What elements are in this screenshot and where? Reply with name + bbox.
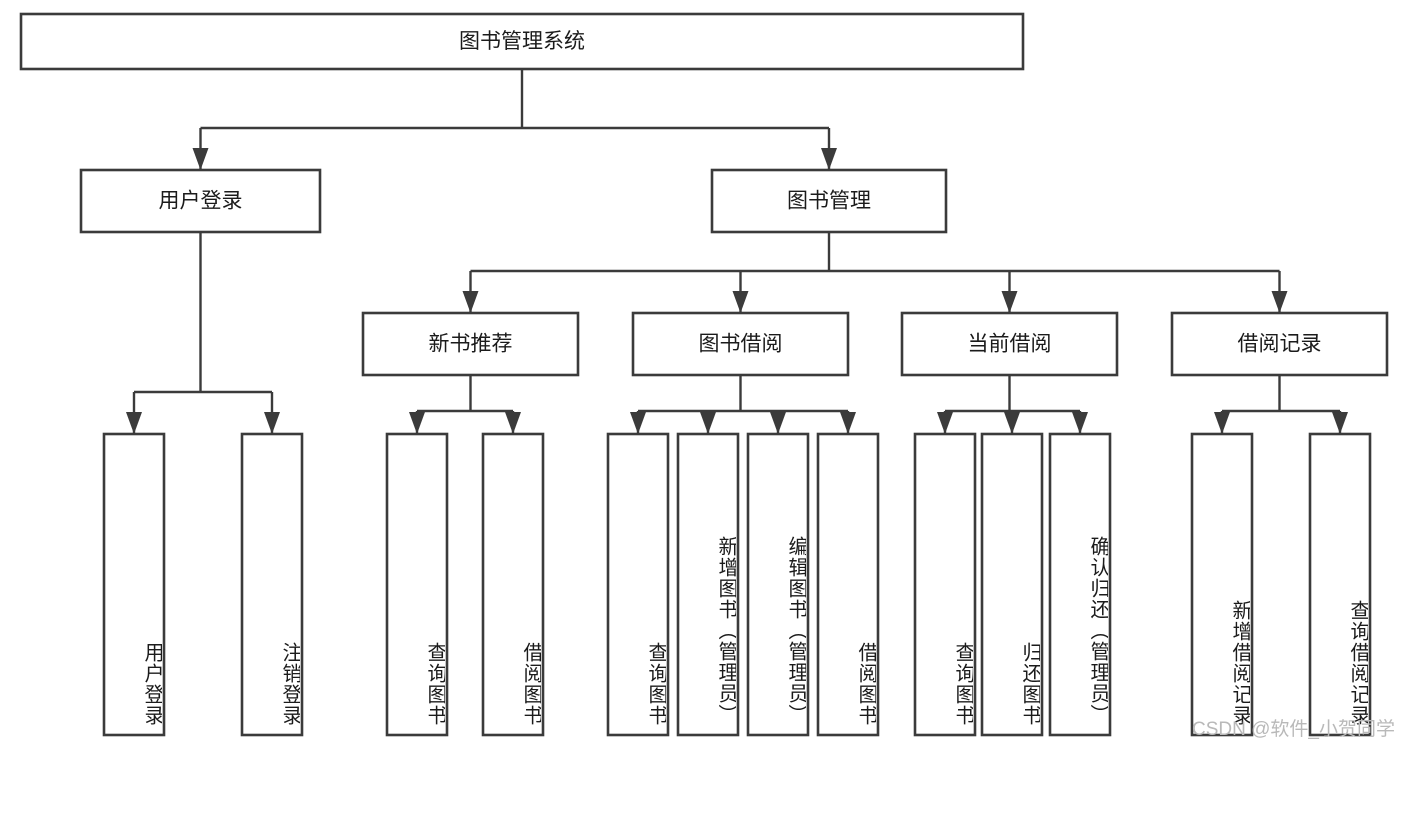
leaf-node-7[interactable] xyxy=(816,432,880,737)
arrow-to-leaf-12 xyxy=(1332,412,1348,434)
level2-node-0[interactable] xyxy=(361,311,580,377)
arrow-to-level2-2 xyxy=(1001,291,1018,313)
level1-node-label-0: 用户登录 xyxy=(159,190,243,213)
leaf-node-label-0: 用户登录 xyxy=(106,436,162,832)
leaf-node-3[interactable] xyxy=(481,432,545,737)
leaf-node-label-text: 编辑图书（管理员） xyxy=(785,536,806,725)
leaf-node-label-3: 借阅图书 xyxy=(485,436,541,832)
leaf-node-label-text: 查询图书 xyxy=(424,641,445,726)
arrow-to-level2-0 xyxy=(462,291,479,313)
level2-node-label-2: 当前借阅 xyxy=(968,333,1052,356)
root-node-label: 图书管理系统 xyxy=(459,30,585,53)
diagram-root: 图书管理系统用户登录图书管理新书推荐图书借阅当前借阅借阅记录 用户登录注销登录查… xyxy=(19,12,1395,740)
leaf-node-0[interactable] xyxy=(102,432,166,737)
leaf-node-label-9: 归还图书 xyxy=(984,436,1040,832)
leaf-node-label-text: 确认归还（管理员） xyxy=(1087,536,1108,725)
leaf-node-label-text: 借阅图书 xyxy=(855,641,876,726)
leaf-node-12[interactable] xyxy=(1308,432,1372,737)
csdn-watermark: CSDN @软件_小贺同学 xyxy=(1192,719,1395,740)
leaf-node-label-12: 查询借阅记录 xyxy=(1312,436,1368,811)
leaf-node-label-text: 查询图书 xyxy=(645,641,666,726)
level2-node-2[interactable] xyxy=(900,311,1119,377)
leaf-node-label-text: 查询图书 xyxy=(952,641,973,726)
leaf-node-label-6: 编辑图书（管理员） xyxy=(750,436,806,779)
leaf-node-label-text: 新增借阅记录 xyxy=(1229,599,1250,726)
arrow-to-level1-0 xyxy=(192,148,209,170)
leaf-node-11[interactable] xyxy=(1190,432,1254,737)
level2-node-label-3: 借阅记录 xyxy=(1238,333,1322,356)
leaf-node-label-5: 新增图书（管理员） xyxy=(680,436,736,779)
level2-node-label-0: 新书推荐 xyxy=(429,333,513,356)
node-boxes-layer xyxy=(19,12,1389,737)
leaf-node-label-text: 查询借阅记录 xyxy=(1347,599,1368,726)
arrow-to-leaf-11 xyxy=(1214,412,1230,434)
root-node-book-management-system[interactable] xyxy=(19,12,1025,71)
leaf-node-10[interactable] xyxy=(1048,432,1112,737)
arrow-to-leaf-10 xyxy=(1072,412,1088,434)
leaf-node-5[interactable] xyxy=(676,432,740,737)
leaf-node-label-8: 查询图书 xyxy=(917,436,973,832)
leaf-node-label-4: 查询图书 xyxy=(610,436,666,832)
arrow-to-leaf-5 xyxy=(700,412,716,434)
arrow-to-leaf-1 xyxy=(264,412,280,434)
arrow-to-leaf-9 xyxy=(1004,412,1020,434)
leaf-node-label-text: 归还图书 xyxy=(1019,641,1040,726)
arrow-to-leaf-3 xyxy=(505,412,521,434)
level1-node-label-1: 图书管理 xyxy=(787,190,871,213)
arrow-to-leaf-0 xyxy=(126,412,142,434)
leaf-node-4[interactable] xyxy=(606,432,670,737)
level2-node-label-1: 图书借阅 xyxy=(699,333,783,356)
arrow-to-leaf-8 xyxy=(937,412,953,434)
leaf-node-label-text: 新增图书（管理员） xyxy=(715,536,736,725)
leaf-node-8[interactable] xyxy=(913,432,977,737)
arrow-to-leaf-2 xyxy=(409,412,425,434)
leaf-node-1[interactable] xyxy=(240,432,304,737)
leaf-node-label-1: 注销登录 xyxy=(244,436,300,832)
leaf-node-label-2: 查询图书 xyxy=(389,436,445,832)
leaf-node-label-text: 注销登录 xyxy=(279,641,300,726)
arrow-to-leaf-7 xyxy=(840,412,856,434)
leaf-node-label-11: 新增借阅记录 xyxy=(1194,436,1250,811)
arrow-to-level1-1 xyxy=(821,148,837,170)
leaf-node-9[interactable] xyxy=(980,432,1044,737)
leaf-node-2[interactable] xyxy=(385,432,449,737)
arrow-to-leaf-4 xyxy=(630,412,646,434)
leaf-node-label-10: 确认归还（管理员） xyxy=(1052,436,1108,779)
leaf-node-label-text: 用户登录 xyxy=(141,641,162,726)
leaf-node-label-7: 借阅图书 xyxy=(820,436,876,832)
leaf-node-label-text: 借阅图书 xyxy=(520,641,541,726)
arrow-to-leaf-6 xyxy=(770,412,786,434)
arrow-to-level2-1 xyxy=(732,291,749,313)
level1-node-0[interactable] xyxy=(79,168,322,234)
connectors-layer xyxy=(126,69,1348,434)
arrow-to-level2-3 xyxy=(1271,291,1288,313)
